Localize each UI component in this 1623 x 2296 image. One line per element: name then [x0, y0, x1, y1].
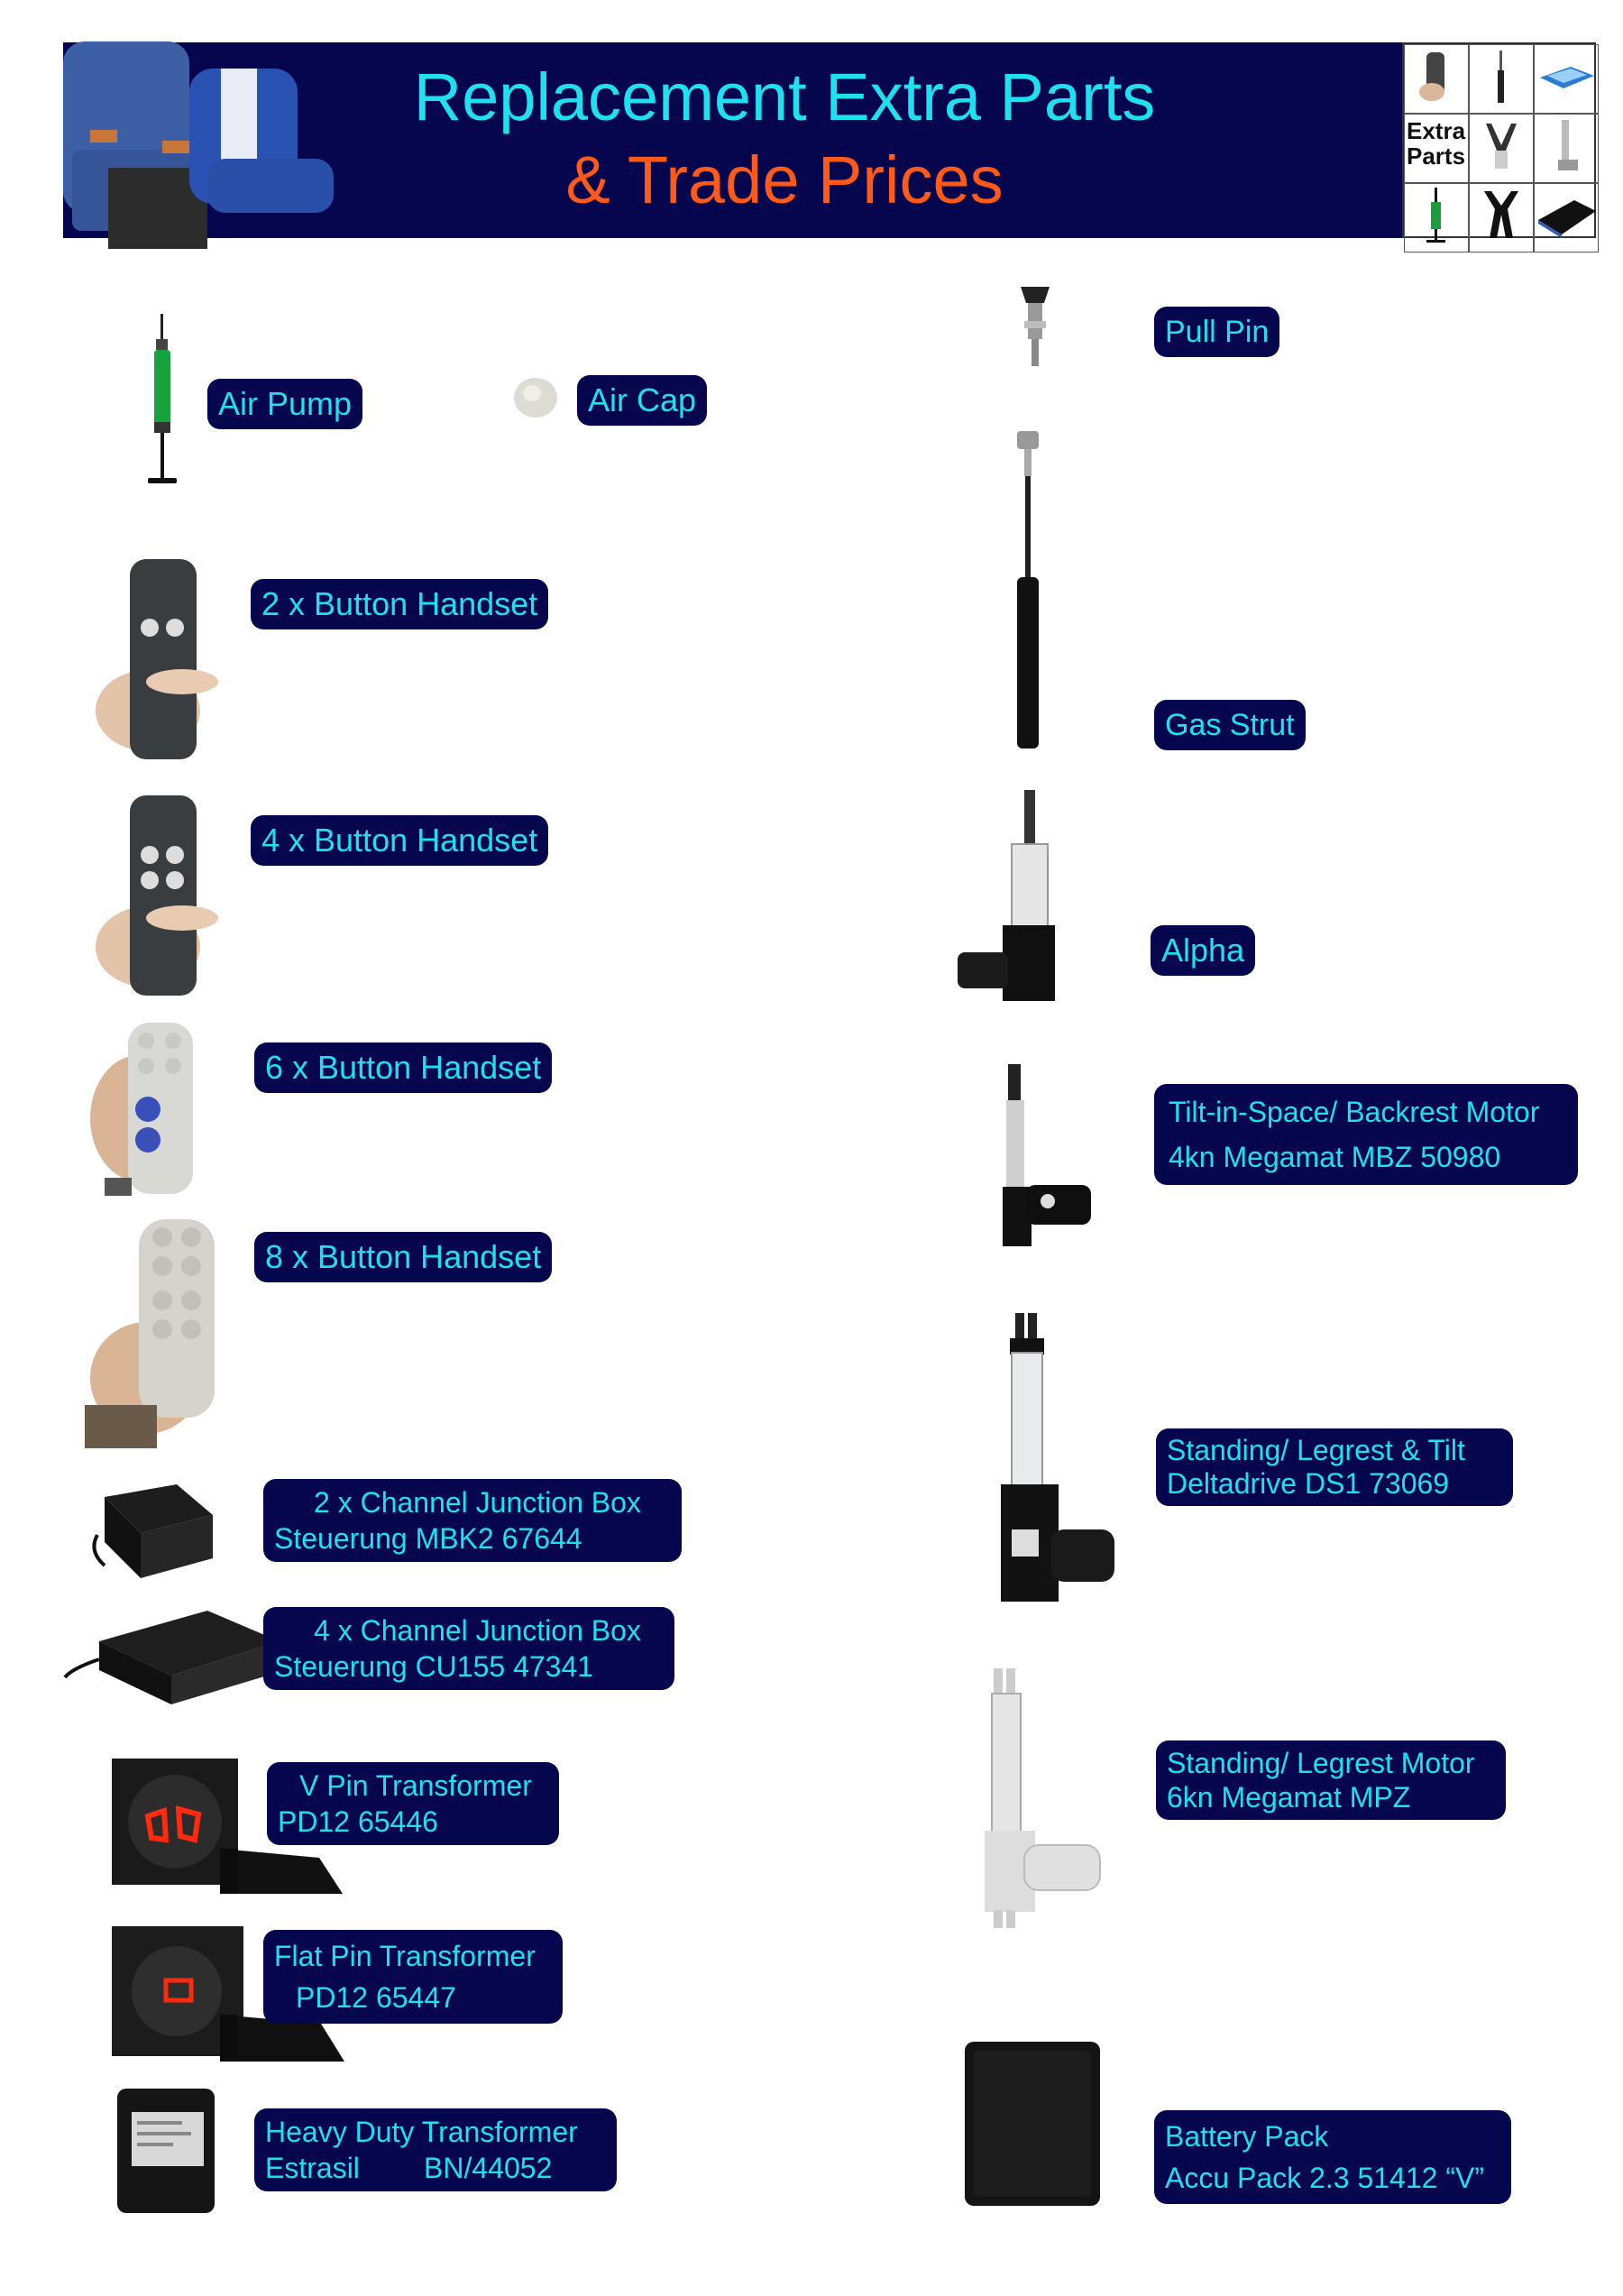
junction-box-4-channel-label: 4 x Channel Junction Box Steuerung CU155… — [263, 1607, 674, 1690]
junction-box-2-channel-image — [92, 1484, 213, 1578]
thumb-belt — [1469, 183, 1534, 253]
v-pin-transformer-line1: V Pin Transformer — [299, 1769, 532, 1802]
thumb-label-line1: Extra — [1407, 117, 1466, 144]
tilt-in-space-motor-line2: 4kn Megamat MBZ 50980 — [1169, 1141, 1501, 1173]
heavy-duty-transformer-label: Heavy Duty Transformer Estrasil BN/44052 — [254, 2108, 617, 2191]
deltadrive-actuator-label: Standing/ Legrest & Tilt Deltadrive DS1 … — [1156, 1428, 1513, 1506]
thumb-label: Extra Parts — [1404, 114, 1469, 183]
megamat-mpz-motor-line2: 6kn Megamat MPZ — [1167, 1781, 1411, 1814]
handset-4-button-image — [96, 795, 218, 996]
handset-2-button-label: 2 x Button Handset — [251, 579, 549, 629]
v-pin-transformer-image — [112, 1759, 343, 1894]
junction-box-4-channel-line1: 4 x Channel Junction Box — [314, 1614, 641, 1647]
v-pin-transformer-label: V Pin Transformer PD12 65446 — [267, 1762, 559, 1845]
alpha-actuator-image — [958, 790, 1055, 1001]
handset-4-button-label: 4 x Button Handset — [251, 815, 549, 866]
handset-6-button-image — [90, 1023, 193, 1196]
junction-box-2-channel-line1: 2 x Channel Junction Box — [314, 1486, 641, 1519]
thumbnail-grid: Extra Parts — [1402, 42, 1599, 253]
air-cap-label: Air Cap — [577, 375, 708, 426]
air-pump-label: Air Pump — [207, 379, 363, 429]
thumb-mat — [1534, 183, 1599, 253]
pull-pin-label: Pull Pin — [1154, 307, 1280, 357]
v-pin-transformer-line2: PD12 65446 — [278, 1805, 438, 1838]
megamat-mpz-motor-line1: Standing/ Legrest Motor — [1167, 1747, 1475, 1779]
thumb-gas-strut — [1469, 44, 1534, 114]
air-pump-image — [148, 314, 177, 483]
thumb-actuator — [1534, 114, 1599, 183]
flat-pin-transformer-line1: Flat Pin Transformer — [274, 1940, 536, 1972]
thumb-handset — [1404, 44, 1469, 114]
battery-pack-image — [965, 2042, 1100, 2206]
tilt-in-space-motor-line1: Tilt-in-Space/ Backrest Motor — [1169, 1096, 1540, 1128]
page-subtitle: & Trade Prices — [565, 142, 1004, 217]
deltadrive-actuator-line2: Deltadrive DS1 73069 — [1167, 1467, 1450, 1500]
handset-8-button-label: 8 x Button Handset — [254, 1232, 553, 1282]
handset-6-button-label: 6 x Button Handset — [254, 1042, 553, 1093]
tilt-in-space-motor-label: Tilt-in-Space/ Backrest Motor 4kn Megama… — [1154, 1084, 1578, 1185]
gas-strut-image — [1017, 431, 1039, 748]
megamat-mpz-motor-label: Standing/ Legrest Motor 6kn Megamat MPZ — [1156, 1740, 1506, 1820]
megamat-mpz-motor-image — [985, 1668, 1101, 1928]
heavy-duty-transformer-image — [117, 2089, 215, 2213]
deltadrive-actuator-image — [1001, 1313, 1114, 1602]
flat-pin-transformer-image — [112, 1926, 344, 2062]
handset-2-button-image — [96, 559, 218, 759]
flat-pin-transformer-label: Flat Pin Transformer PD12 65447 — [263, 1930, 563, 2024]
pull-pin-image — [1021, 287, 1050, 366]
thumb-label-line2: Parts — [1407, 142, 1466, 170]
junction-box-4-channel-line2: Steuerung CU155 47341 — [274, 1650, 594, 1683]
thumb-harness — [1469, 114, 1534, 183]
junction-box-4-channel-image — [63, 1611, 280, 1704]
thumb-cushion — [1534, 44, 1599, 114]
battery-pack-line2: Accu Pack 2.3 51412 “V” — [1165, 2162, 1484, 2194]
heavy-duty-transformer-line1: Heavy Duty Transformer — [265, 2116, 578, 2148]
thumb-air-pump — [1404, 183, 1469, 253]
tilt-in-space-motor-image — [1003, 1064, 1091, 1246]
battery-pack-line1: Battery Pack — [1165, 2120, 1329, 2153]
alpha-label: Alpha — [1151, 925, 1256, 976]
gas-strut-label: Gas Strut — [1154, 700, 1306, 750]
flat-pin-transformer-line2: PD12 65447 — [296, 1981, 456, 2014]
junction-box-2-channel-label: 2 x Channel Junction Box Steuerung MBK2 … — [263, 1479, 682, 1562]
heavy-duty-transformer-line2: Estrasil BN/44052 — [265, 2152, 553, 2184]
handset-8-button-image — [85, 1219, 215, 1448]
chairs-illustration — [63, 41, 334, 249]
deltadrive-actuator-line1: Standing/ Legrest & Tilt — [1167, 1434, 1465, 1466]
air-cap-image — [514, 378, 557, 418]
page-title: Replacement Extra Parts — [413, 60, 1156, 134]
battery-pack-label: Battery Pack Accu Pack 2.3 51412 “V” — [1154, 2110, 1511, 2204]
junction-box-2-channel-line2: Steuerung MBK2 67644 — [274, 1522, 582, 1555]
